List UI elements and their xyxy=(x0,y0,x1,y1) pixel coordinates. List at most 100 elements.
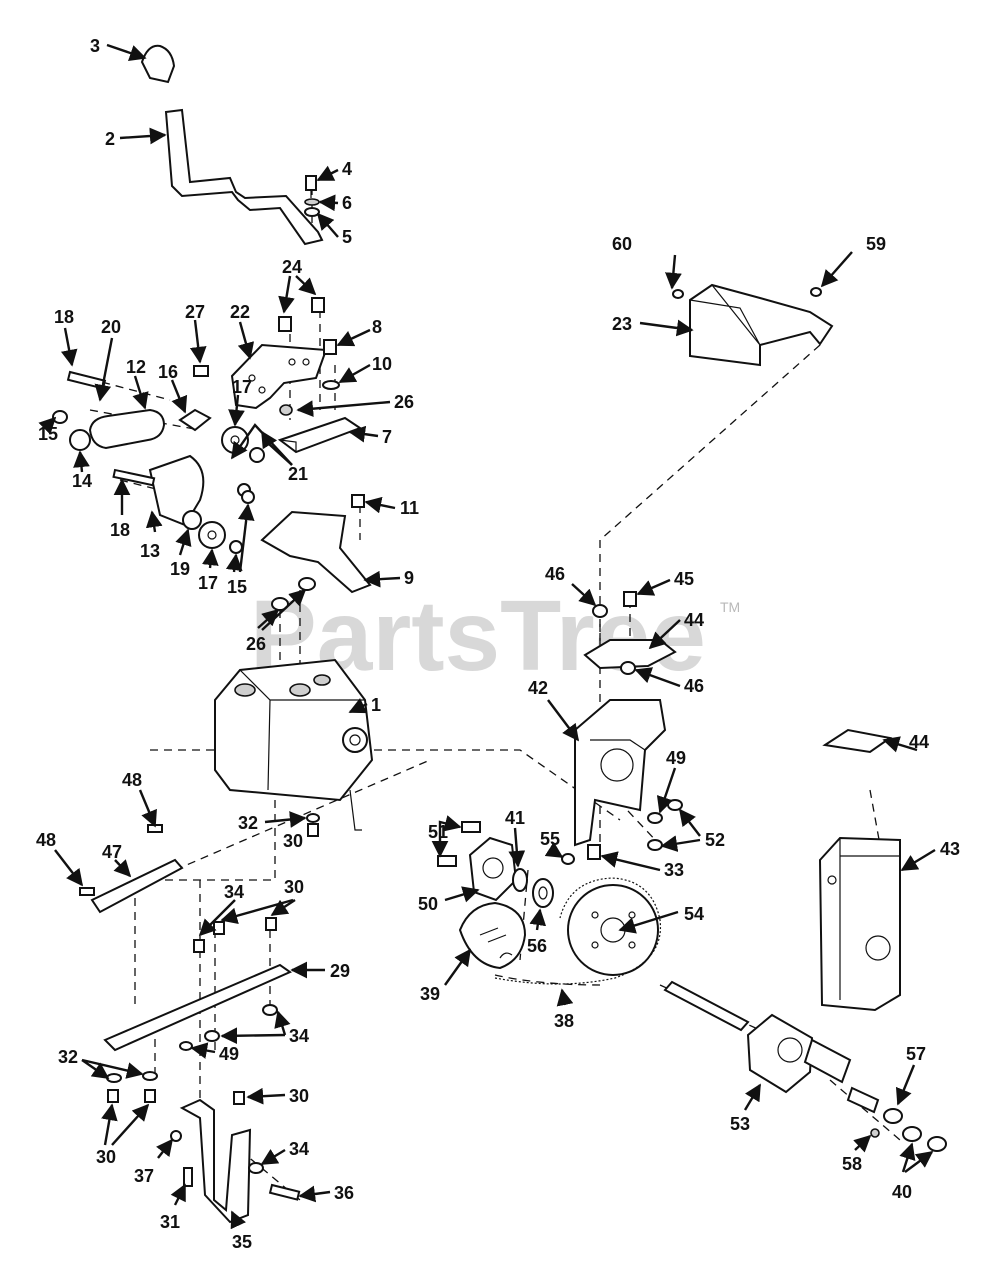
part-4-6-5-hardware xyxy=(304,175,320,217)
callout-41: 41 xyxy=(505,808,525,828)
part-49-nut-b xyxy=(647,812,663,824)
part-30-bolt-gear xyxy=(307,823,319,837)
part-48-bolt-b xyxy=(147,824,163,833)
callout-42: 42 xyxy=(528,678,548,698)
callout-26-b: 26 xyxy=(246,634,266,654)
callout-18-b: 18 xyxy=(110,520,130,540)
part-49-nut xyxy=(179,1041,193,1051)
callout-31: 31 xyxy=(160,1212,180,1232)
callout-47: 47 xyxy=(102,842,122,862)
callout-56: 56 xyxy=(527,936,547,956)
part-53-axle xyxy=(663,980,852,1094)
part-15-nut-left xyxy=(52,410,68,424)
callout-20: 20 xyxy=(101,317,121,337)
part-35-brace xyxy=(179,1098,252,1224)
part-38-chain xyxy=(494,877,662,985)
part-51-bolt-a xyxy=(461,821,481,833)
callout-57: 57 xyxy=(906,1044,926,1064)
part-32-washer-a xyxy=(106,1073,122,1083)
part-18-bolt-lower xyxy=(112,468,156,487)
callout-53: 53 xyxy=(730,1114,750,1134)
part-30-bolt-b xyxy=(265,917,277,931)
part-47-bracket xyxy=(90,858,184,914)
part-24-bolt-a xyxy=(278,316,292,332)
part-7-bracket xyxy=(277,416,363,454)
callout-32-a: 32 xyxy=(238,813,258,833)
part-48-bolt-a xyxy=(79,887,95,896)
part-30-bolt-a xyxy=(213,921,225,935)
callout-14: 14 xyxy=(72,471,92,491)
part-36-bolt xyxy=(268,1183,301,1201)
part-44-plate-right xyxy=(822,728,893,754)
callout-38: 38 xyxy=(554,1011,574,1031)
part-26-nut-b xyxy=(298,577,316,591)
part-33-bolt xyxy=(587,844,601,860)
callout-18-a: 18 xyxy=(54,307,74,327)
part-30-bolt-e xyxy=(233,1091,245,1105)
part-55-nut xyxy=(561,853,575,865)
part-37-nut xyxy=(170,1130,182,1142)
callout-37: 37 xyxy=(134,1166,154,1186)
part-34-nut-a xyxy=(204,1030,220,1042)
callout-30-b: 30 xyxy=(284,877,304,897)
part-22-bracket xyxy=(230,343,328,410)
callout-labels: 3 2 4 6 5 24 22 27 8 10 26 7 11 9 18 20 … xyxy=(36,36,960,1252)
part-17-sprocket-lower xyxy=(198,521,226,549)
part-15-nut-c xyxy=(229,540,243,554)
callout-50: 50 xyxy=(418,894,438,914)
callout-30-a: 30 xyxy=(283,831,303,851)
part-57-collar xyxy=(883,1108,903,1124)
callout-2: 2 xyxy=(105,129,115,149)
part-58-setscrew xyxy=(870,1128,880,1138)
callout-46-a: 46 xyxy=(545,564,565,584)
callout-15-b: 15 xyxy=(227,577,247,597)
callout-26-a: 26 xyxy=(394,392,414,412)
callout-54: 54 xyxy=(684,904,704,924)
part-12-arm xyxy=(88,408,166,450)
callout-30-c: 30 xyxy=(96,1147,116,1167)
part-39-guard xyxy=(458,901,527,970)
callout-1: 1 xyxy=(371,695,381,715)
part-54-sprocket xyxy=(567,884,659,976)
callout-36: 36 xyxy=(334,1183,354,1203)
callout-16: 16 xyxy=(158,362,178,382)
part-40-washer-a xyxy=(902,1126,922,1142)
callout-44-a: 44 xyxy=(684,610,704,630)
callout-3: 3 xyxy=(90,36,100,56)
part-16-bushing xyxy=(178,408,212,432)
part-57-shaft xyxy=(846,1086,880,1114)
part-21-nut xyxy=(249,447,265,463)
callout-34-a: 34 xyxy=(224,882,244,902)
part-14-spacer xyxy=(69,429,91,451)
part-46-nut-a xyxy=(592,604,608,618)
callout-43: 43 xyxy=(940,839,960,859)
callout-51: 51 xyxy=(428,822,448,842)
part-32-washer xyxy=(306,813,320,823)
part-30-bolt-c xyxy=(107,1089,119,1103)
callout-45: 45 xyxy=(674,569,694,589)
callout-13: 13 xyxy=(140,541,160,561)
part-34-nut-b xyxy=(262,1004,278,1016)
callout-39: 39 xyxy=(420,984,440,1004)
part-1-gearbox xyxy=(214,658,374,831)
part-59-rivet xyxy=(810,287,822,297)
part-60-rivet xyxy=(672,289,684,299)
callout-17-b: 17 xyxy=(198,573,218,593)
callout-48-a: 48 xyxy=(122,770,142,790)
callout-29: 29 xyxy=(330,961,350,981)
callout-49-b: 49 xyxy=(666,748,686,768)
part-2-lever xyxy=(164,108,324,246)
part-18-bolt-upper xyxy=(66,370,107,390)
part-15-nut-b xyxy=(241,490,255,504)
callout-35: 35 xyxy=(232,1232,252,1252)
callout-48-b: 48 xyxy=(36,830,56,850)
callout-19: 19 xyxy=(170,559,190,579)
part-52-nut-b xyxy=(647,839,663,851)
callout-5: 5 xyxy=(342,227,352,247)
callout-4: 4 xyxy=(342,159,352,179)
part-42-bracket xyxy=(574,699,667,847)
part-8-bolt xyxy=(323,339,337,355)
callout-24: 24 xyxy=(282,257,302,277)
part-29-bar xyxy=(103,963,293,1052)
